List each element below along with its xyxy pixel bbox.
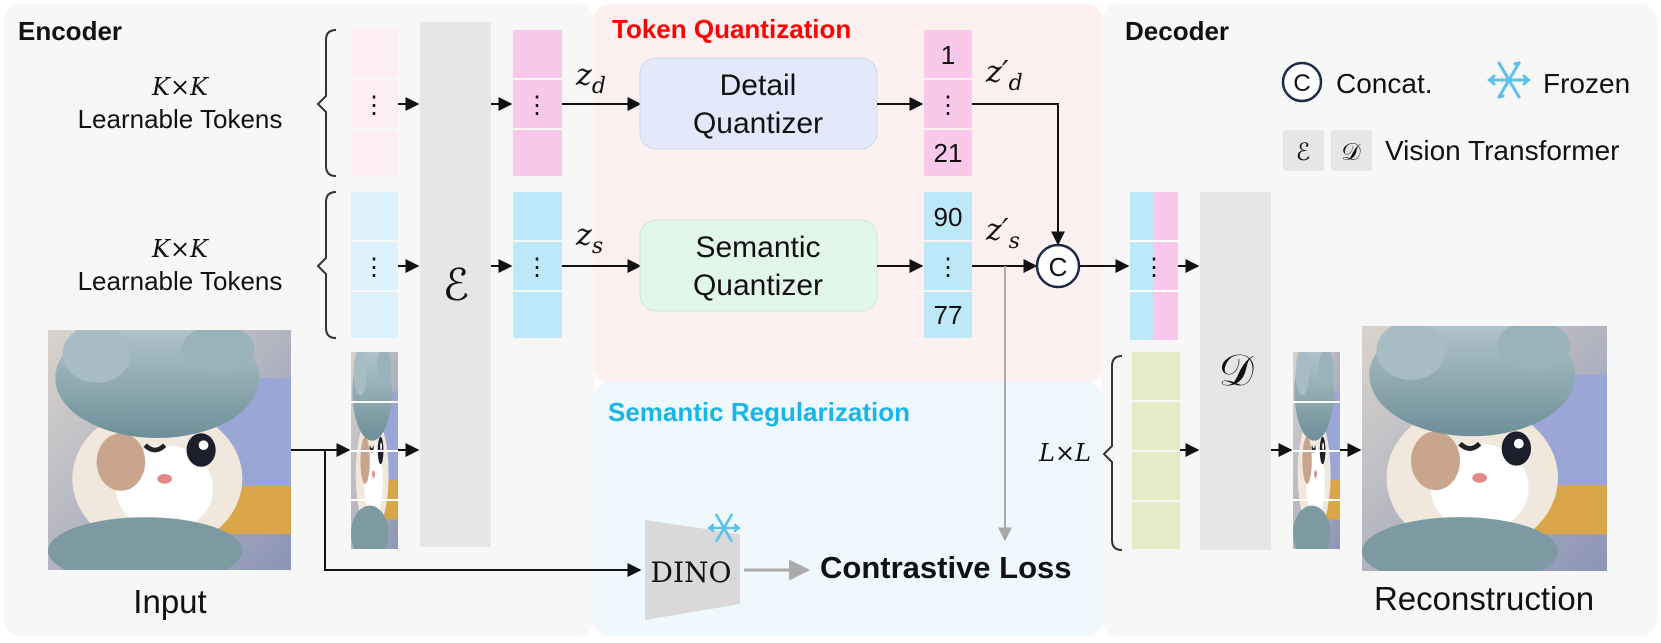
code-value: ⋮ <box>936 254 960 281</box>
tokens-label: Learnable Tokens <box>78 266 283 296</box>
detail-quantizer-label: Quantizer <box>693 107 823 140</box>
encoder-block <box>420 22 491 547</box>
semantic-codes: 90 ⋮ 77 <box>924 192 972 338</box>
legend-encoder-swatch <box>1283 130 1324 171</box>
tokens-size-label: K×K <box>151 73 210 101</box>
detail-learnable-tokens: ⋮ <box>351 30 398 176</box>
token-quantization-title: Token Quantization <box>612 14 851 44</box>
semantic-quantizer-label: Semantic <box>695 231 820 264</box>
dino-model <box>645 520 740 620</box>
legend-decoder-symbol: 𝒟 <box>1341 138 1361 166</box>
code-value: 1 <box>941 40 955 70</box>
legend-concat-icon <box>1281 61 1323 103</box>
ellipsis: ⋮ <box>525 92 549 119</box>
brace <box>316 29 337 177</box>
legend-decoder-swatch <box>1331 130 1372 171</box>
concatenated-tokens: ⋮ <box>1130 192 1178 340</box>
ellipsis: ⋮ <box>362 254 386 281</box>
zs-label: zs <box>575 218 603 259</box>
legend-concat-label: Concat. <box>1336 68 1433 99</box>
tokens-label: Learnable Tokens <box>78 104 283 134</box>
latent-size-label: L×L <box>1038 439 1091 467</box>
frozen-icon <box>707 513 741 543</box>
legend-frozen-icon <box>1487 61 1531 99</box>
zd-label: zd <box>575 58 606 99</box>
brace <box>316 191 337 339</box>
code-value: ⋮ <box>936 92 960 119</box>
contrastive-loss-label: Contrastive Loss <box>820 550 1072 585</box>
ellipsis: ⋮ <box>525 254 549 281</box>
legend-frozen-label: Frozen <box>1543 68 1630 99</box>
dino-label: DINO <box>651 556 732 589</box>
output-patches <box>1293 352 1340 549</box>
input-patches <box>351 352 398 549</box>
latent-tokens <box>1132 352 1180 549</box>
legend-concat-symbol: C <box>1293 70 1310 97</box>
detail-quantizer-label: Detail <box>720 69 797 102</box>
decoder-symbol: 𝒟 <box>1218 345 1254 396</box>
concat-symbol: C <box>1049 252 1068 282</box>
detail-codes: 1 ⋮ 21 <box>924 30 972 176</box>
code-value: 90 <box>934 202 963 232</box>
detail-encoded-tokens: ⋮ <box>513 30 562 176</box>
legend: C Concat. Frozen ℰ 𝒟 Vision Transformer <box>1281 61 1630 171</box>
ellipsis: ⋮ <box>362 92 386 119</box>
legend-vit-label: Vision Transformer <box>1385 135 1619 166</box>
decoder-title: Decoder <box>1125 16 1229 46</box>
ellipsis: ⋮ <box>1142 254 1166 281</box>
encoder-title: Encoder <box>18 16 122 46</box>
zd-prime-label: z′d <box>985 55 1023 96</box>
tokens-size-label: K×K <box>151 235 210 263</box>
encoder-symbol: ℰ <box>443 260 470 311</box>
brace <box>1102 355 1123 551</box>
input-label: Input <box>133 583 206 620</box>
zs-prime-label: z′s <box>985 213 1020 254</box>
code-value: 21 <box>934 138 963 168</box>
code-value: 77 <box>934 300 963 330</box>
semantic-quantizer-label: Quantizer <box>693 269 823 302</box>
decoder-block <box>1200 192 1271 550</box>
semantic-learnable-tokens: ⋮ <box>351 192 398 338</box>
semantic-encoded-tokens: ⋮ <box>513 192 562 338</box>
reconstruction-label: Reconstruction <box>1374 580 1594 617</box>
reconstruction-image <box>1362 314 1607 586</box>
semantic-regularization-title: Semantic Regularization <box>608 397 910 427</box>
legend-encoder-symbol: ℰ <box>1296 138 1311 166</box>
input-image <box>48 318 291 584</box>
